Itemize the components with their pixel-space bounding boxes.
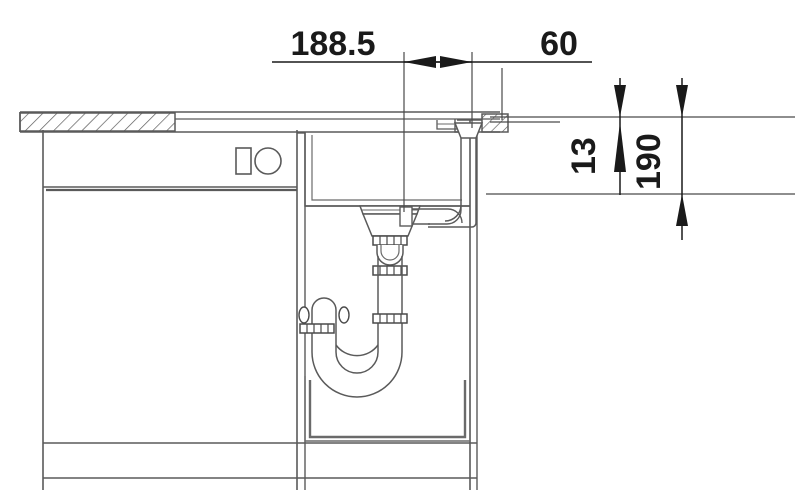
countertop-hatch-left: [19, 112, 176, 132]
pipe-collar-upper: [372, 265, 408, 276]
cabinet-plinth: [43, 442, 477, 479]
dimension-label-13: 13: [565, 137, 603, 175]
dimension-extension-lines: [403, 52, 795, 212]
dishwasher-front: [43, 186, 297, 192]
dimension-13: [614, 78, 626, 195]
sink-cabinet-inner-box: [304, 376, 471, 442]
strainer-collar: [372, 235, 408, 246]
control-circle-icon: [254, 147, 282, 175]
pipe-collar-lower: [372, 313, 408, 324]
trap-side-connectors: [298, 306, 350, 324]
dimension-label-188-5: 188.5: [290, 25, 375, 63]
cabinet-assembly: [19, 111, 500, 490]
dimension-label-190: 190: [630, 133, 668, 190]
trap-pipe-assembly: [298, 256, 408, 398]
overflow-pipe-assembly: [399, 119, 484, 228]
dishwasher-controls: [235, 147, 282, 175]
pipe-collar-left-leg: [299, 323, 335, 334]
dimension-label-60: 60: [540, 25, 578, 63]
dimension-60: [404, 56, 592, 68]
countertop: [19, 111, 500, 133]
cabinet-walls: [42, 119, 478, 490]
control-rectangle-icon: [235, 147, 252, 175]
dimension-190: [676, 78, 688, 240]
